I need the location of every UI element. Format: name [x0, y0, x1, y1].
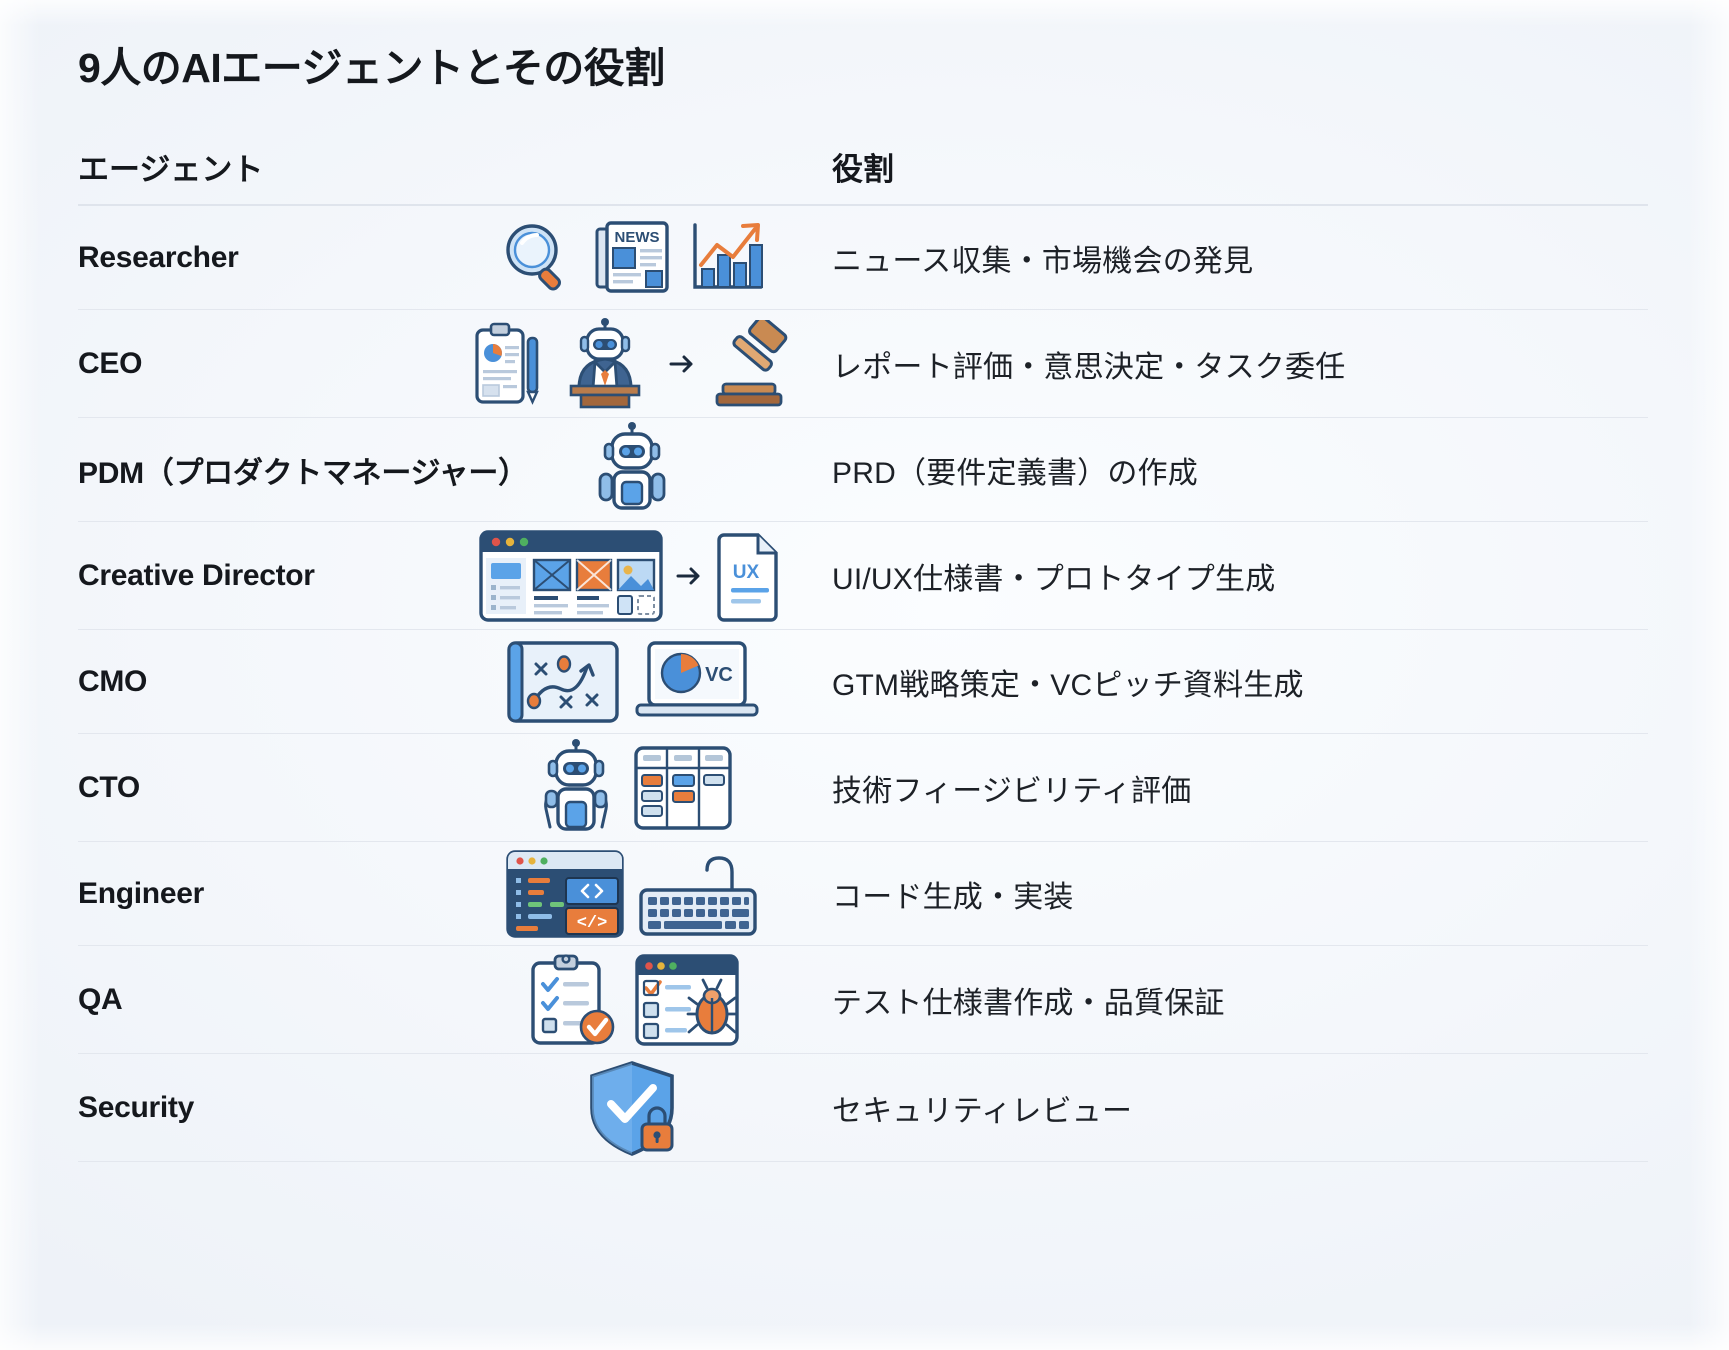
arrow-right-icon	[674, 561, 704, 591]
agent-name: Engineer	[78, 876, 204, 910]
table-row: CTO	[78, 734, 1648, 842]
magnifying-glass-icon	[495, 216, 579, 300]
column-header-role: 役割	[832, 151, 894, 187]
gavel-icon	[707, 319, 793, 408]
table-row: Security セキュリティレビュー	[78, 1054, 1648, 1162]
strategy-map-icon	[503, 637, 623, 727]
vc-label: VC	[705, 664, 733, 686]
table-row: CEO	[78, 310, 1648, 418]
agent-name: Creative Director	[78, 558, 315, 592]
robot-at-podium-icon	[553, 317, 657, 410]
code-label: </>	[577, 914, 608, 933]
bar-chart-growth-icon	[685, 217, 769, 299]
role-description: コード生成・実装	[832, 880, 1074, 914]
row-icons	[458, 738, 806, 837]
row-icons: NEWS	[458, 216, 806, 300]
clipboard-report-pen-icon	[471, 320, 543, 408]
agent-name: QA	[78, 982, 123, 1016]
kanban-board-icon	[632, 744, 734, 832]
role-description: セキュリティレビュー	[832, 1094, 1133, 1128]
role-description: ニュース収集・市場機会の発見	[832, 244, 1254, 278]
shield-check-lock-icon	[580, 1058, 684, 1158]
role-description: レポート評価・意思決定・タスク委任	[832, 350, 1346, 384]
agent-name: CTO	[78, 770, 140, 804]
newspaper-news-icon: NEWS	[589, 217, 675, 299]
row-icons: UX	[458, 528, 806, 624]
arrow-right-icon	[667, 349, 697, 379]
robot-icon	[530, 738, 622, 837]
checklist-clipboard-icon	[523, 951, 623, 1049]
row-icons	[458, 951, 806, 1049]
row-icons	[458, 317, 806, 410]
table-row: QA	[78, 946, 1648, 1054]
role-description: GTM戦略策定・VCピッチ資料生成	[832, 668, 1304, 702]
table-row: Researcher NEWS	[78, 206, 1648, 310]
news-label: NEWS	[615, 229, 660, 246]
role-description: UI/UX仕様書・プロトタイプ生成	[832, 562, 1276, 596]
row-icons: VC	[458, 637, 806, 727]
table-row: CMO	[78, 630, 1648, 734]
table-row: PDM（プロダクトマネージャー）	[78, 418, 1648, 522]
column-header-agent: エージェント	[78, 151, 264, 187]
keyboard-icon	[636, 848, 760, 940]
agent-name: Researcher	[78, 240, 239, 274]
agents-role-table: エージェント 役割 Researcher	[78, 128, 1648, 1162]
page-title: 9人のAIエージェントとその役割	[78, 45, 665, 91]
browser-wireframe-icon	[478, 528, 664, 624]
agent-name: CEO	[78, 346, 143, 380]
code-editor-icon: </>	[504, 848, 626, 940]
agent-name: CMO	[78, 664, 148, 698]
role-description: 技術フィージビリティ評価	[832, 774, 1192, 808]
robot-icon	[586, 421, 678, 518]
ux-document-icon: UX	[714, 530, 786, 622]
table-row: Creative Director	[78, 522, 1648, 630]
row-icons	[458, 421, 806, 518]
row-icons	[458, 1058, 806, 1158]
bug-browser-icon	[633, 952, 741, 1048]
table-header-row: エージェント 役割	[78, 128, 1648, 206]
role-description: PRD（要件定義書）の作成	[832, 456, 1198, 490]
ux-label: UX	[733, 562, 760, 583]
laptop-pie-chart-icon: VC	[633, 637, 761, 727]
agent-name: Security	[78, 1090, 194, 1124]
agent-name: PDM（プロダクトマネージャー）	[78, 456, 528, 490]
row-icons: </>	[458, 848, 806, 940]
role-description: テスト仕様書作成・品質保証	[832, 986, 1225, 1020]
table-row: Engineer	[78, 842, 1648, 946]
